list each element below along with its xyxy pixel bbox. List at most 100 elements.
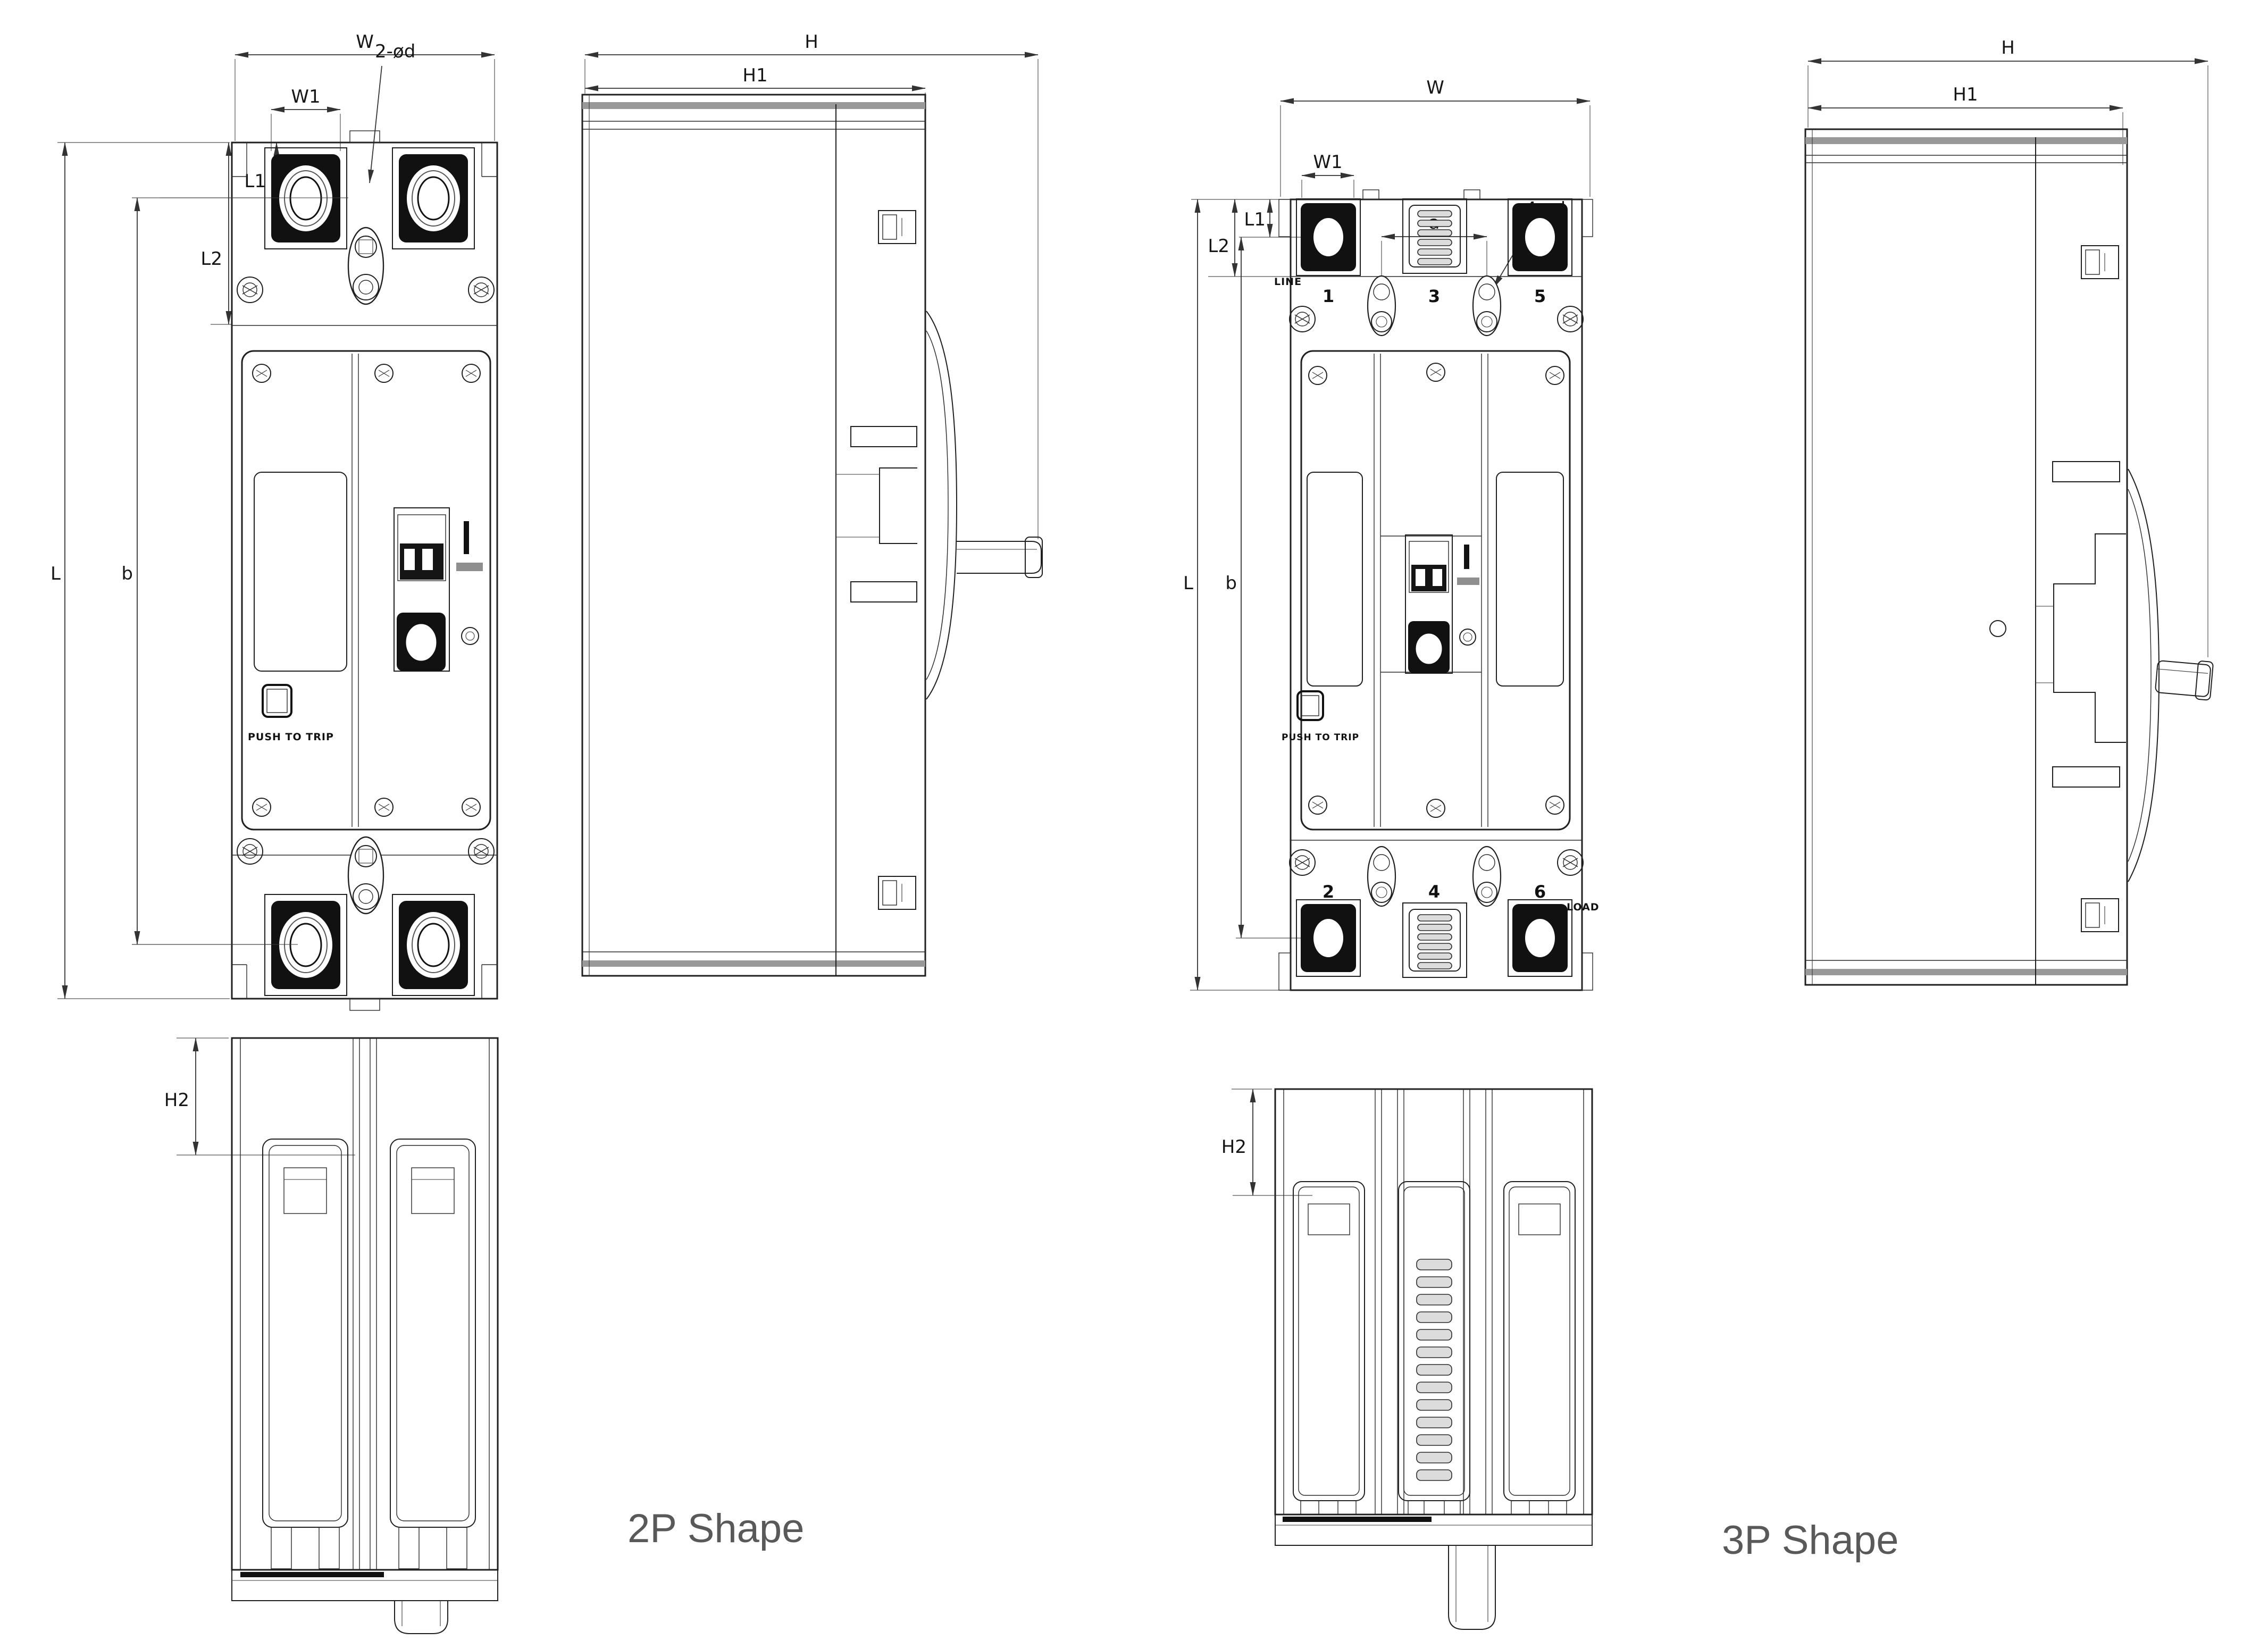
dim-label-b-2p: b <box>121 563 133 584</box>
terminal-pad <box>1296 899 1361 977</box>
face-screw <box>252 364 271 383</box>
mechanism-screw <box>461 627 479 645</box>
on-mark <box>1464 545 1469 569</box>
vented-pole-cassette <box>1398 1181 1470 1501</box>
toggle-handle-bottom-2p <box>394 1601 448 1634</box>
face-screw <box>1545 796 1564 815</box>
bottom-view-3p: H2 <box>1221 1088 1593 1630</box>
dimensions-side-2p: H H1 <box>584 31 1039 539</box>
side-slot <box>850 426 917 447</box>
bottom-body-2p <box>231 1037 499 1571</box>
caption-2p-shape: 2P Shape <box>627 1506 804 1551</box>
base-band <box>1275 1514 1593 1546</box>
base-band <box>231 1569 498 1601</box>
load-label: LOAD <box>1567 901 1600 913</box>
accessory-clip <box>2081 245 2119 279</box>
dim-label-l-2p: L <box>51 563 61 584</box>
pole-cassette <box>1293 1181 1365 1501</box>
terminal-number: 2 <box>1323 882 1334 902</box>
dimensions-side-3p: H H1 <box>1807 37 2208 657</box>
toggle-handle-3p <box>2155 660 2214 701</box>
dim-label-h-3p: H <box>2001 37 2015 58</box>
on-mark <box>464 521 469 554</box>
operating-mechanism-3p <box>1405 534 1479 674</box>
accessory-clip <box>878 876 916 910</box>
dim-label-h2-3p: H2 <box>1221 1136 1246 1158</box>
case-screw <box>237 277 263 303</box>
dimensions-front-3p: W W1 a 4-ød L1 L2 L b <box>1183 77 1591 991</box>
push-to-trip-button <box>262 684 292 718</box>
front-view-2p: W W1 2-ød L1 L2 L b <box>51 31 498 1011</box>
operating-mechanism-2p <box>394 507 483 672</box>
accessory-clip <box>878 210 916 244</box>
trip-button-recess <box>879 467 917 544</box>
side-view-2p: H H1 <box>581 31 1043 977</box>
face-screw <box>1545 366 1564 385</box>
face-screw <box>252 798 271 817</box>
face-screw <box>1308 366 1327 385</box>
dim-label-w-2p: W <box>356 31 374 53</box>
dim-label-h1-3p: H1 <box>1953 84 1978 105</box>
face-panel-3p <box>1300 350 1571 831</box>
side-body-2p <box>581 94 926 977</box>
line-label: LINE <box>1274 276 1302 288</box>
terminal-number: 6 <box>1534 882 1546 902</box>
face-screw <box>374 798 394 817</box>
terminal-pad <box>1296 198 1361 276</box>
mounting-hole-oval <box>347 227 384 305</box>
terminal-pad <box>264 893 348 997</box>
dim-label-l1-3p: L1 <box>1244 209 1266 230</box>
face-panel-2p <box>241 350 491 831</box>
terminal-number: 5 <box>1534 286 1546 306</box>
label-window-2p <box>254 472 347 672</box>
mounting-hole-oval <box>1472 846 1502 907</box>
mounting-ear-notches-2p <box>232 143 497 999</box>
terminal-pad <box>391 147 475 250</box>
case-screw <box>237 838 263 865</box>
dim-label-b-3p: b <box>1225 573 1237 594</box>
dim-label-l2-2p: L2 <box>200 248 222 270</box>
dimensions-bottom-3p: H2 <box>1221 1089 1312 1196</box>
dim-label-h2-2p: H2 <box>164 1090 189 1111</box>
push-to-trip-button <box>1296 690 1324 721</box>
off-mark <box>1457 578 1479 585</box>
mounting-hole-oval <box>1472 275 1502 337</box>
pole-cassette <box>262 1139 348 1528</box>
push-to-trip-label-2p: PUSH TO TRIP <box>248 731 334 743</box>
caption-3p-shape: 3P Shape <box>1722 1518 1898 1563</box>
dim-label-h-2p: H <box>805 31 818 53</box>
dim-label-l1-2p: L1 <box>244 171 266 192</box>
case-screw <box>468 277 495 303</box>
escutcheon <box>926 311 958 700</box>
pole-divider <box>352 354 359 827</box>
case-screw <box>468 838 495 865</box>
toggle-handle-2p <box>957 537 1043 578</box>
vented-terminal <box>1402 902 1467 978</box>
case-screw <box>1557 849 1584 876</box>
dim-label-w1-3p: W1 <box>1313 152 1342 173</box>
case-screw <box>1557 306 1584 332</box>
pole-cassette <box>390 1139 476 1528</box>
pole-cassette <box>1503 1181 1576 1501</box>
breaker-body-3p <box>1290 198 1583 991</box>
push-to-trip-label-3p: PUSH TO TRIP <box>1282 732 1359 743</box>
side-slot <box>850 581 917 603</box>
mounting-hole-oval <box>1367 846 1396 907</box>
vented-terminal <box>1402 198 1467 274</box>
front-view-3p: W W1 a 4-ød L1 L2 L b <box>1183 77 1600 991</box>
side-slot <box>2052 766 2120 788</box>
dim-label-l2-3p: L2 <box>1208 236 1229 257</box>
terminal-number: 1 <box>1323 286 1334 306</box>
off-mark <box>456 563 483 571</box>
mounting-ear <box>1581 952 1593 991</box>
side-view-3p: H H1 <box>1804 37 2214 986</box>
label-window-3p <box>1307 472 1363 687</box>
face-screw <box>1308 796 1327 815</box>
toggle-handle-bottom-3p <box>1448 1545 1496 1630</box>
dimensions-front-2p: W W1 2-ød L1 L2 L b <box>51 31 495 999</box>
mechanism-screw <box>1459 629 1476 646</box>
dimensions-bottom-2p: H2 <box>164 1037 355 1156</box>
escutcheon <box>2128 468 2160 882</box>
case-screw <box>1289 306 1316 332</box>
dim-label-holes-2p: 2-ød <box>375 41 415 62</box>
